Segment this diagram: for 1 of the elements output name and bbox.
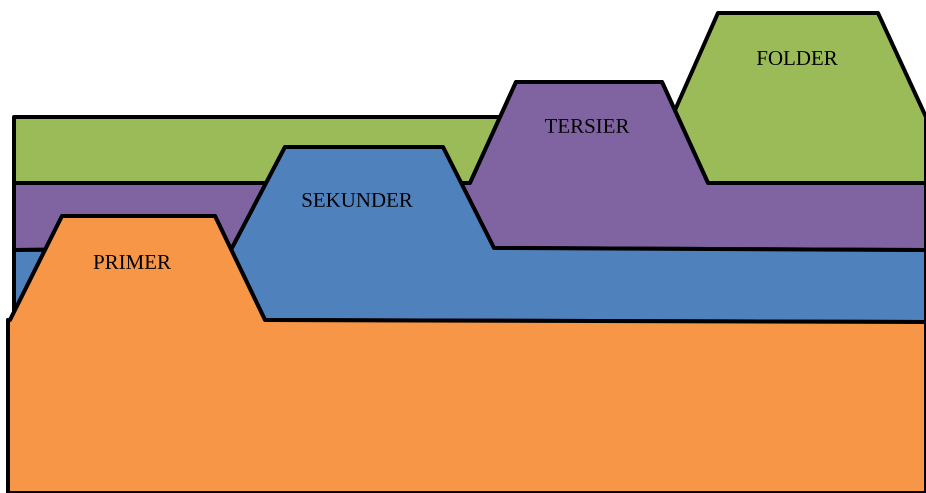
folder-divider: PRIMER (6, 214, 926, 493)
